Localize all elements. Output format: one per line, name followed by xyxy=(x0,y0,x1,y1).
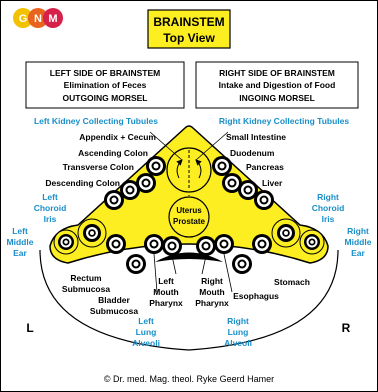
logo-circle-m xyxy=(43,8,63,28)
left-box-line3: OUTGOING MORSEL xyxy=(63,93,148,103)
label-left-ear-2: Middle xyxy=(7,237,34,247)
label-left-mouth-2: Mouth xyxy=(153,287,179,297)
label-left-ear-1: Left xyxy=(12,226,28,236)
label-bladder-2: Submucosa xyxy=(90,306,138,316)
relay-stomach xyxy=(252,234,272,254)
right-box-line1: RIGHT SIDE OF BRAINSTEM xyxy=(219,68,335,78)
relay-right-lung xyxy=(214,234,234,254)
label-left-kidney: Left Kidney Collecting Tubules xyxy=(34,116,158,126)
label-right-lung-3: Alveoli xyxy=(224,338,252,348)
relay-bladder xyxy=(126,254,146,274)
label-left-choroid-1: Left xyxy=(42,192,58,202)
label-rectum-1: Rectum xyxy=(70,273,102,283)
relay-descending-colon xyxy=(104,190,124,210)
label-right-choroid-3: Iris xyxy=(322,214,335,224)
label-bladder-1: Bladder xyxy=(98,295,130,305)
side-label-left: L xyxy=(26,321,33,335)
label-left-choroid-2: Choroid xyxy=(34,203,67,213)
uterus-prostate-circle xyxy=(168,196,210,238)
uterus-label: Uterus xyxy=(176,206,202,215)
relay-duodenum xyxy=(222,173,242,193)
label-left-lung-2: Lung xyxy=(136,327,157,337)
label-right-mouth-3: Pharynx xyxy=(195,298,229,308)
label-duodenum: Duodenum xyxy=(230,148,275,158)
label-left-lung-1: Left xyxy=(138,316,154,326)
label-left-mouth-1: Left xyxy=(158,276,174,286)
relay-right-ear xyxy=(304,234,320,250)
lower-outline xyxy=(39,249,339,351)
left-side-box xyxy=(25,61,185,109)
side-label-right: R xyxy=(342,321,351,335)
title-box xyxy=(147,9,231,49)
label-right-ear-2: Middle xyxy=(345,237,372,247)
label-right-choroid-2: Choroid xyxy=(312,203,345,213)
label-esophagus: Esophagus xyxy=(233,291,279,301)
relay-liver xyxy=(254,190,274,210)
relay-appendix xyxy=(146,156,166,176)
kidney-arrow-left xyxy=(176,159,183,179)
kidney-arrow-right xyxy=(195,159,202,179)
label-left-mouth-3: Pharynx xyxy=(149,298,183,308)
leader-lines xyxy=(149,131,233,293)
relay-rectum xyxy=(106,234,126,254)
title-line2: Top View xyxy=(163,31,215,45)
label-right-choroid-1: Right xyxy=(317,192,339,202)
logo-letter-m: M xyxy=(48,13,57,25)
label-left-lung-3: Alveoli xyxy=(132,338,160,348)
relay-left-choroid xyxy=(83,224,101,242)
relay-small-intestine xyxy=(212,156,232,176)
label-small-intestine: Small Intestine xyxy=(226,132,286,142)
label-right-ear-1: Right xyxy=(347,226,369,236)
label-liver: Liver xyxy=(262,178,283,188)
label-right-kidney: Right Kidney Collecting Tubules xyxy=(219,116,349,126)
relay-ascending-colon xyxy=(136,173,156,193)
prostate-label: Prostate xyxy=(173,217,206,226)
label-ascending-colon: Ascending Colon xyxy=(78,148,148,158)
label-pancreas: Pancreas xyxy=(246,162,284,172)
logo-letter-g: G xyxy=(19,13,28,25)
label-right-mouth-1: Right xyxy=(201,276,223,286)
label-right-lung-1: Right xyxy=(227,316,249,326)
organ-relays xyxy=(58,156,320,274)
logo-letter-n: N xyxy=(34,13,42,25)
relay-left-mouth xyxy=(162,236,182,256)
label-transverse-colon: Transverse Colon xyxy=(63,162,134,172)
label-left-ear-3: Ear xyxy=(13,248,27,258)
relay-left-ear xyxy=(58,234,74,250)
label-rectum-2: Submucosa xyxy=(62,284,110,294)
left-box-line1: LEFT SIDE OF BRAINSTEM xyxy=(50,68,161,78)
label-appendix: Appendix + Cecum xyxy=(79,132,156,142)
title-line1: BRAINSTEM xyxy=(153,15,224,29)
label-right-ear-3: Ear xyxy=(351,248,365,258)
logo-circle-g xyxy=(13,8,33,28)
fourth-ventricle xyxy=(155,252,223,262)
label-stomach: Stomach xyxy=(274,277,310,287)
label-descending-colon: Descending Colon xyxy=(45,178,120,188)
relay-right-mouth xyxy=(196,236,216,256)
right-side-box xyxy=(195,61,359,109)
relay-right-choroid xyxy=(277,224,295,242)
left-box-line2: Elimination of Feces xyxy=(64,80,147,90)
relay-left-lung xyxy=(144,234,164,254)
copyright-text: © Dr. med. Mag. theol. Ryke Geerd Hamer xyxy=(104,374,274,384)
relay-pancreas xyxy=(238,180,258,200)
gnm-logo: G N M xyxy=(13,8,63,28)
label-left-choroid-3: Iris xyxy=(44,214,57,224)
logo-circle-n xyxy=(28,8,48,28)
label-right-lung-2: Lung xyxy=(228,327,249,337)
relay-transverse-colon xyxy=(120,180,140,200)
relay-esophagus xyxy=(232,254,252,274)
right-box-line3: INGOING MORSEL xyxy=(239,93,315,103)
right-box-line2: Intake and Digestion of Food xyxy=(219,80,336,90)
brainstem-shape xyxy=(49,125,329,264)
label-right-mouth-2: Mouth xyxy=(199,287,225,297)
